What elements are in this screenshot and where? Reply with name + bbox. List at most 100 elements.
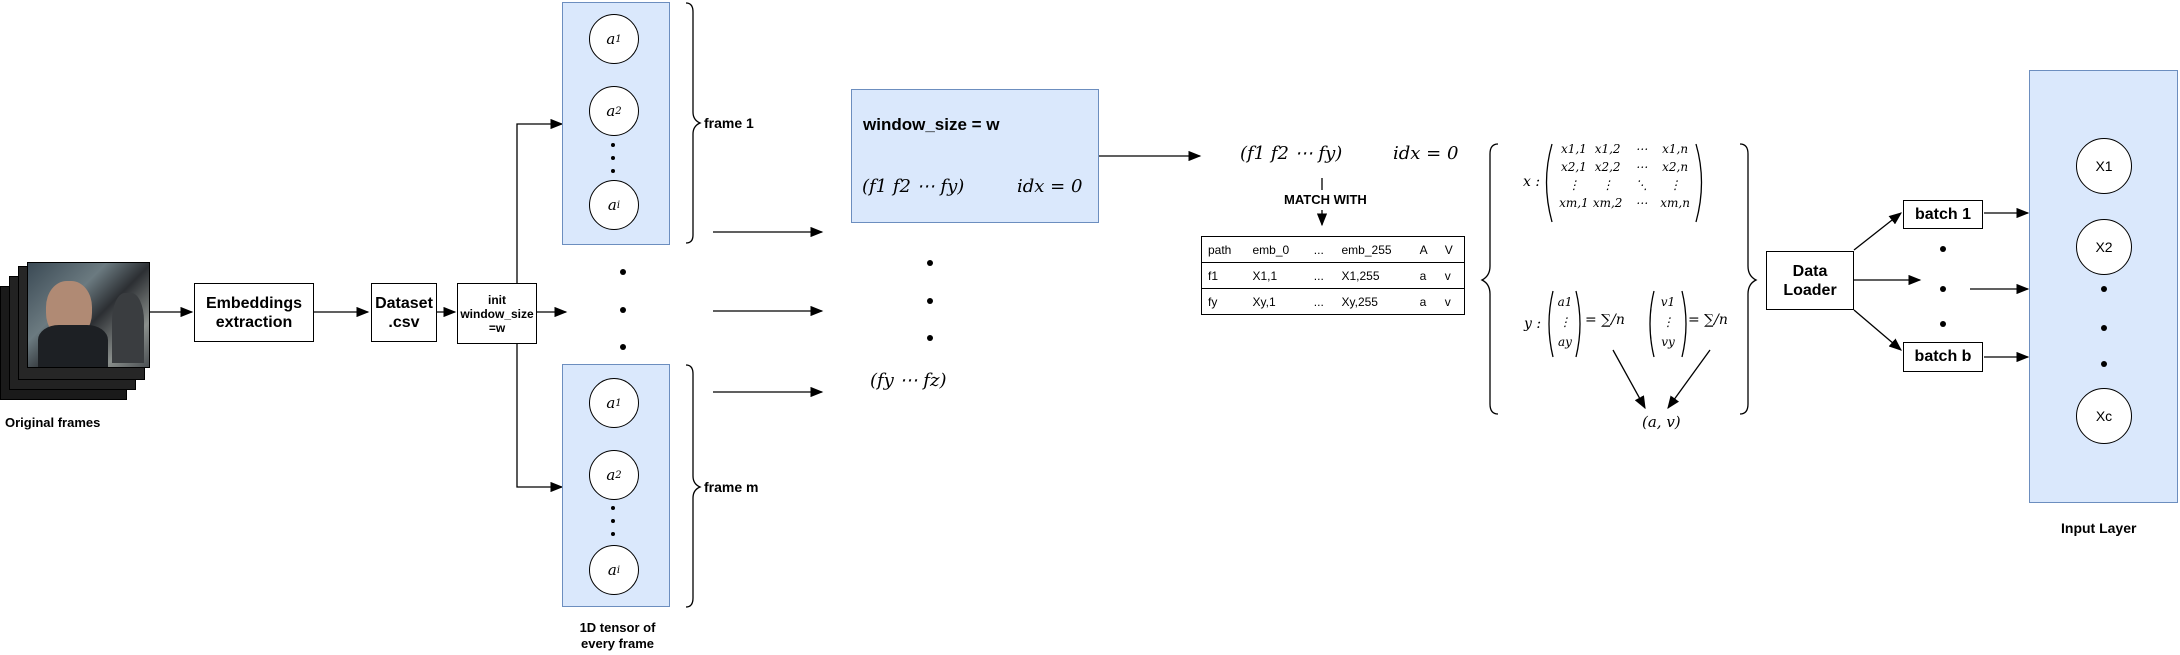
ellipsis-dot (927, 335, 933, 341)
vector-cell: ⋮ (1662, 315, 1674, 329)
window-sequence: (f1 f2 ⋯ fy) (862, 176, 965, 197)
table-cell: ... (1313, 294, 1324, 309)
table-cell: Xy,255 (1341, 294, 1378, 309)
table-cell: a (1419, 294, 1427, 309)
batch-1-box: batch 1 (1903, 200, 1983, 229)
table-header-cell: V (1438, 237, 1464, 263)
matrix-cell: x2,n (1662, 160, 1689, 174)
a-sum-formula: = ∑/n (1585, 312, 1625, 328)
ellipsis-dot (620, 344, 626, 350)
vector-cell: a1 (1557, 295, 1573, 309)
vector-cell: v1 (1660, 295, 1676, 309)
table-cell: ... (1307, 262, 1336, 289)
table-cell: Xy,1 (1252, 294, 1276, 309)
input-layer-caption: Input Layer (2061, 520, 2137, 536)
ellipsis-dot (611, 532, 615, 536)
v-sum-formula: = ∑/n (1688, 312, 1728, 328)
vector-cell: ay (1558, 335, 1572, 349)
ellipsis-dot (927, 298, 933, 304)
x-matrix-label: x : (1523, 174, 1541, 190)
second-person-shape (112, 293, 144, 363)
brace-matrices-right (1739, 143, 1758, 415)
frame1-label: frame 1 (704, 115, 754, 131)
matrix-cell: ⋯ (1635, 196, 1648, 210)
matrix-cell: ⋮ (1601, 178, 1614, 192)
dataset-csv-box: Dataset .csv (371, 283, 437, 342)
table-cell: v (1444, 294, 1451, 309)
table-header-row: path emb_0 ... emb_255 A V (1202, 237, 1464, 263)
matrix-cell: xm,2 (1592, 196, 1623, 210)
v-vector-paren-right (1681, 290, 1687, 358)
matrix-cell: ⋱ (1635, 178, 1648, 192)
vector-cell: ⋮ (1559, 315, 1571, 329)
window-panel (851, 89, 1099, 223)
table-header-cell: path (1202, 237, 1247, 263)
ellipsis-dot (611, 519, 615, 523)
match-with-label: MATCH WITH (1282, 192, 1369, 207)
matrix-cell: ⋯ (1635, 142, 1648, 156)
arrow-loader-to-batchb (1853, 309, 1902, 351)
brace-frame1 (685, 2, 702, 244)
x-matrix-paren-right (1695, 143, 1703, 223)
ellipsis-dot (611, 156, 615, 160)
window-sequence-next: (fy ⋯ fz) (870, 370, 947, 391)
ellipsis-dot (611, 506, 615, 510)
matrix-cell: xm,1 (1559, 196, 1589, 210)
matrix-cell: x1,2 (1594, 142, 1621, 156)
table-cell: a (1413, 262, 1439, 289)
brace-framem (685, 364, 702, 608)
table-header-cell: A (1413, 237, 1439, 263)
input-node-xc: Xc (2076, 388, 2132, 444)
data-loader-box: Data Loader (1766, 251, 1854, 310)
a-vector-paren-right (1575, 290, 1581, 358)
table-cell: v (1438, 262, 1464, 289)
table-header-cell: emb_255 (1335, 237, 1414, 263)
matrix-cell: x2,2 (1594, 160, 1621, 174)
table-row: fy Xy,1 ... Xy,255 a v (1202, 289, 1464, 315)
matrix-cell: ⋮ (1567, 178, 1580, 192)
matrix-cell: x1,1 (1560, 142, 1587, 156)
table-cell: X1,1 (1246, 262, 1308, 289)
ellipsis-dot (2101, 361, 2107, 367)
table-cell: fy (1208, 294, 1218, 309)
framem-label: frame m (704, 479, 759, 495)
a-vector: a1 ⋮ ay (1555, 292, 1575, 352)
table-cell: f1 (1202, 262, 1247, 289)
window-size-title: window_size = w (863, 115, 1000, 134)
table-header-cell: ... (1307, 237, 1336, 263)
table-cell: X1,255 (1335, 262, 1414, 289)
ellipsis-dot (620, 269, 626, 275)
v-vector: v1 ⋮ vy (1656, 292, 1680, 352)
ellipsis-dot (2101, 286, 2107, 292)
arrow-init-to-frame1 (516, 118, 564, 284)
match-sequence: (f1 f2 ⋯ fy) (1240, 143, 1343, 164)
original-frames-caption: Original frames (5, 415, 101, 430)
window-idx: idx = 0 (1017, 176, 1083, 197)
embeddings-extraction-box: Embeddings extraction (194, 283, 314, 342)
x-matrix: x1,1 x1,2 ⋯ x1,n x2,1 x2,2 ⋯ x2,n ⋮ ⋮ ⋱ … (1557, 142, 1692, 210)
arrow-v-to-result (1667, 349, 1711, 410)
ellipsis-dot (1940, 286, 1946, 292)
result-pair: (a, v) (1642, 413, 1681, 431)
tensor-caption: 1D tensor of every frame (579, 620, 656, 651)
y-vector-label: y : (1524, 316, 1542, 332)
matrix-cell: x2,1 (1560, 160, 1587, 174)
arrow-loader-to-batch1 (1853, 212, 1903, 251)
arrow-a-to-result (1612, 349, 1646, 410)
init-window-size-box: init window_size =w (457, 283, 537, 344)
ellipsis-dot (611, 169, 615, 173)
input-node-x1: X1 (2076, 138, 2132, 194)
x-matrix-grid: x1,1 x1,2 ⋯ x1,n x2,1 x2,2 ⋯ x2,n ⋮ ⋮ ⋱ … (1557, 142, 1692, 210)
table-row: f1 X1,1 ... X1,255 a v (1202, 262, 1464, 289)
ellipsis-dot (620, 307, 626, 313)
ellipsis-dot (1940, 246, 1946, 252)
frame-thumbnail-front (27, 262, 150, 368)
ellipsis-dot (2101, 325, 2107, 331)
v-vector-paren-left (1649, 290, 1655, 358)
matrix-cell: xm,n (1660, 196, 1690, 210)
